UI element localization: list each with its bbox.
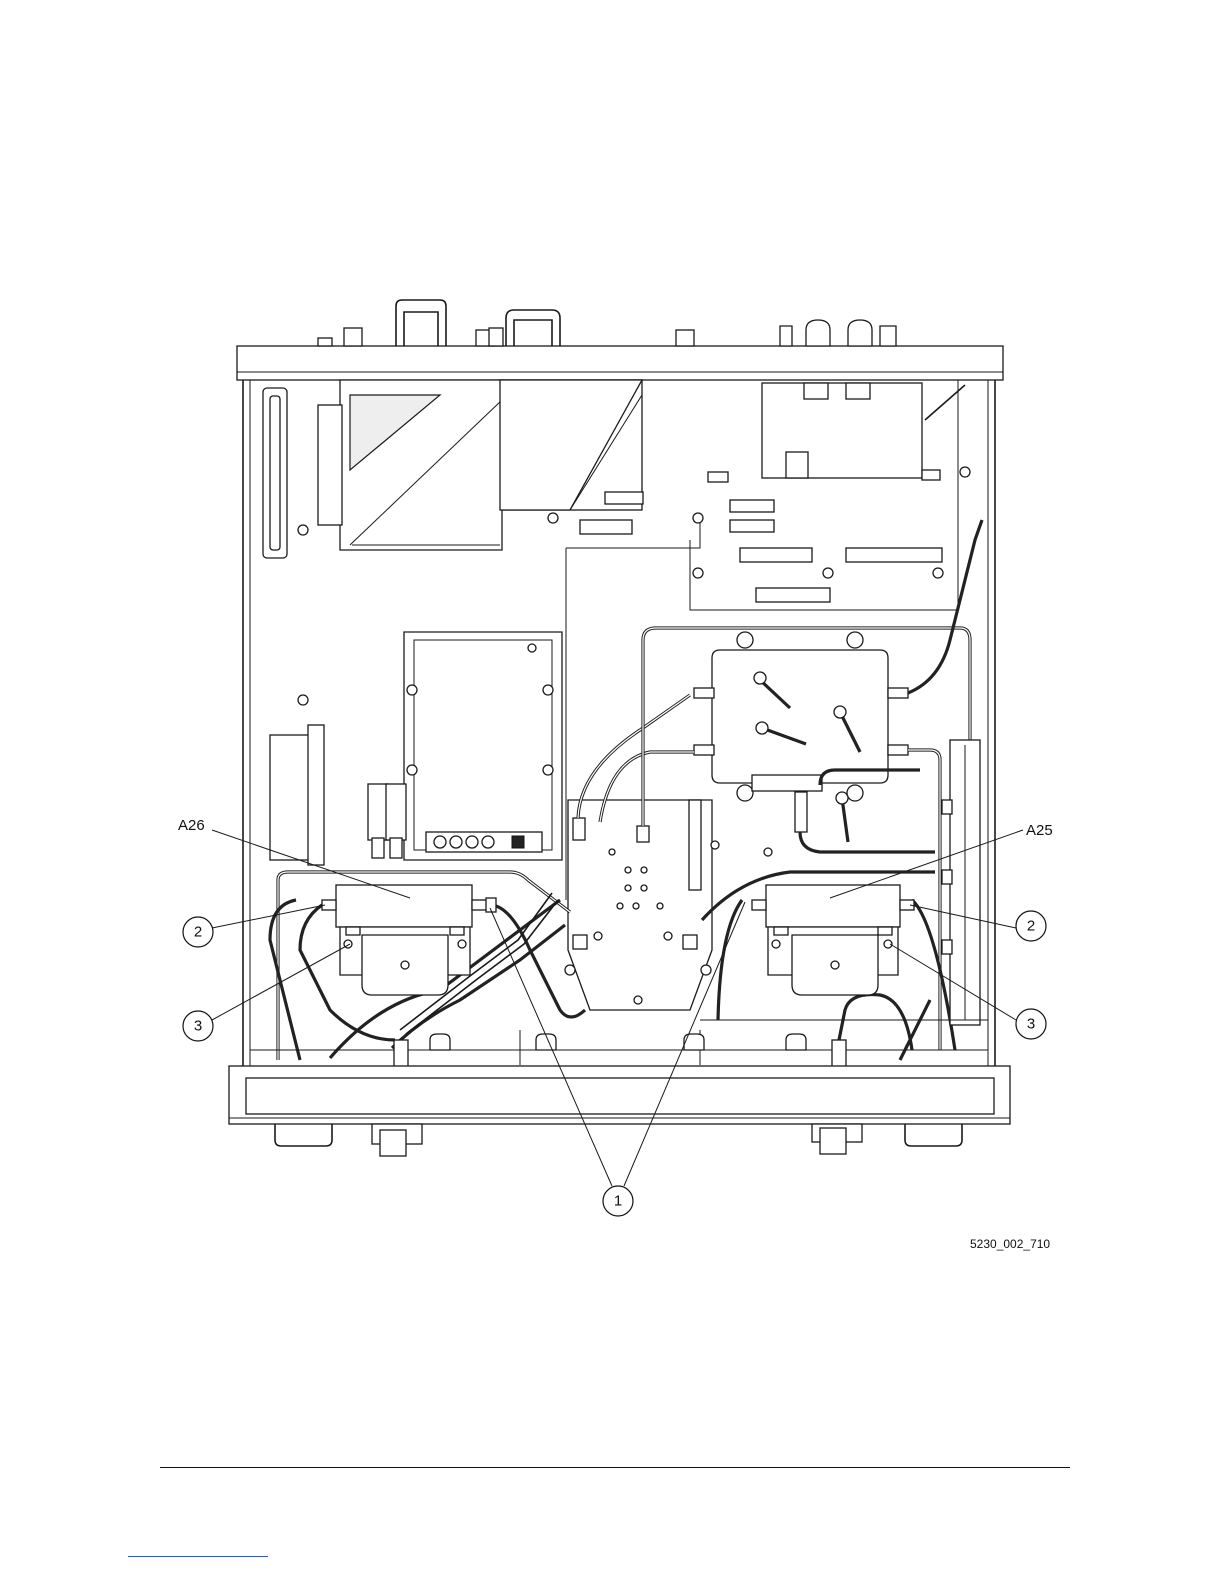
- svg-text:3: 3: [194, 1018, 202, 1035]
- rear-panel: [237, 300, 1003, 380]
- module-a25: [752, 885, 914, 995]
- label-a25: A25: [1026, 822, 1053, 839]
- right-rail: [942, 740, 980, 1025]
- switch-plate: [694, 632, 908, 842]
- svg-text:2: 2: [1027, 918, 1035, 935]
- upper-right-board: [762, 383, 965, 480]
- callout-3-right: 3: [1016, 1009, 1046, 1039]
- left-bracket: [270, 725, 324, 865]
- relay-pair: [368, 784, 406, 858]
- callout-2-right: 2: [1016, 911, 1046, 941]
- callout-1: 1: [603, 1186, 633, 1216]
- svg-text:1: 1: [614, 1193, 622, 1210]
- footer-rule: [160, 1467, 1070, 1468]
- figure-id: 5230_002_710: [970, 1237, 1050, 1251]
- module-a26: [322, 885, 496, 995]
- label-a26: A26: [178, 817, 205, 834]
- svg-text:2: 2: [194, 924, 202, 941]
- svg-text:3: 3: [1027, 1016, 1035, 1033]
- shielded-module: [404, 632, 562, 860]
- center-pcb: [565, 800, 772, 1010]
- callout-2-left: 2: [183, 917, 213, 947]
- callout-3-left: 3: [183, 1011, 213, 1041]
- footer-link-underline: [128, 1556, 268, 1557]
